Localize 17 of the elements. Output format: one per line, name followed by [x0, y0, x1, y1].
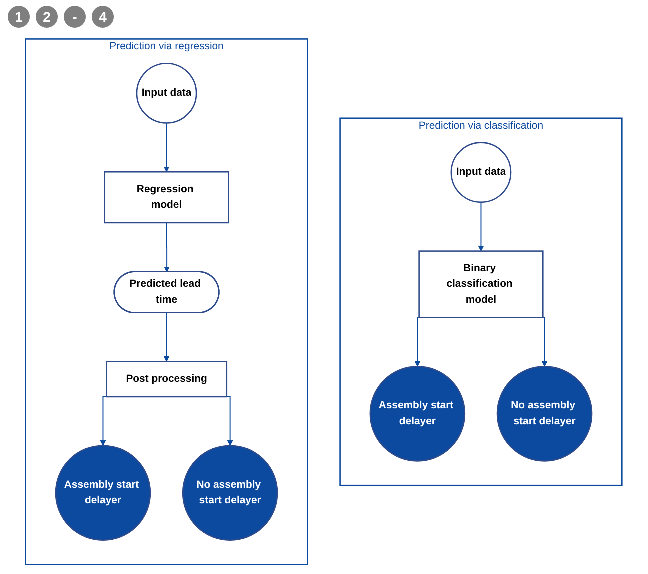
- node-circle: No assembly start delayer: [496, 366, 593, 462]
- arrow: [164, 222, 170, 272]
- node-circle: Assembly start delayer: [370, 366, 466, 462]
- arrow: [164, 312, 170, 362]
- step-number-badge: 1: [8, 6, 30, 28]
- step-number-badge: 2: [36, 6, 58, 28]
- node-circle: Input data: [450, 142, 512, 204]
- node-box: Binary classification model: [418, 250, 544, 318]
- node-box: Regression model: [104, 171, 230, 224]
- arrow: [478, 202, 484, 252]
- step-number-badge: 4: [92, 6, 114, 28]
- arrow: [164, 122, 170, 172]
- node-circle: Input data: [136, 63, 198, 124]
- node-box: Post processing: [106, 361, 228, 398]
- node-circle: No assembly start delayer: [182, 445, 278, 541]
- node-circle: Assembly start delayer: [55, 445, 152, 541]
- step-number-badge: -: [64, 6, 86, 28]
